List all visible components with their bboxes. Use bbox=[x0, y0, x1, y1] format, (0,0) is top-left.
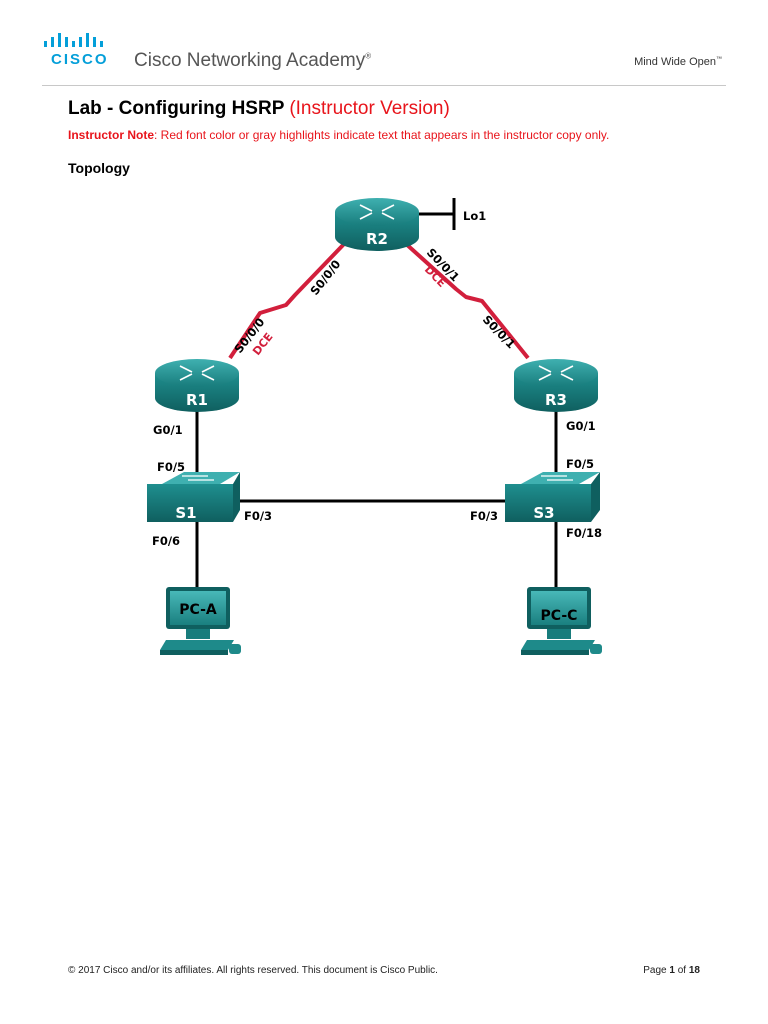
instructor-note: Instructor Note: Red font color or gray … bbox=[68, 128, 609, 142]
link-r2-r3-serial bbox=[403, 241, 530, 360]
label-r3-g01: G0/1 bbox=[566, 419, 596, 433]
label-s1-f03: F0/3 bbox=[244, 509, 272, 523]
router-r1-icon bbox=[155, 359, 239, 412]
label-r2: R2 bbox=[366, 230, 388, 248]
section-heading-topology: Topology bbox=[68, 160, 130, 176]
label-s1: S1 bbox=[175, 504, 196, 522]
tagline: Mind Wide Open™ bbox=[634, 56, 722, 68]
pc-a-icon bbox=[160, 587, 241, 655]
label-r3-s001: S0/0/1 bbox=[480, 312, 518, 351]
label-s1-f05: F0/5 bbox=[157, 460, 185, 474]
link-r2-r1-serial bbox=[228, 241, 347, 360]
page-label: Page bbox=[643, 965, 670, 976]
page-title: Lab - Configuring HSRP (Instructor Versi… bbox=[68, 98, 450, 120]
footer-page-number: Page 1 of 18 bbox=[643, 965, 700, 976]
router-r3-icon bbox=[514, 359, 598, 412]
label-s1-f06: F0/6 bbox=[152, 534, 180, 548]
header-divider bbox=[42, 85, 726, 86]
academy-name: Cisco Networking Academy® bbox=[134, 50, 371, 72]
academy-name-text: Cisco Networking Academy bbox=[134, 50, 366, 71]
pc-c-icon bbox=[521, 587, 602, 655]
switch-s1-icon bbox=[147, 472, 240, 522]
ethernet-links bbox=[195, 400, 558, 590]
page-total: 18 bbox=[688, 965, 700, 976]
title-suffix: (Instructor Version) bbox=[289, 98, 450, 119]
label-pc-c: PC-C bbox=[541, 608, 578, 624]
label-s3-f03: F0/3 bbox=[470, 509, 498, 523]
topology-diagram: R2 R1 R3 S1 S3 PC-A PC-C Lo1 G0/1 G0/1 F… bbox=[147, 198, 602, 655]
serial-links bbox=[228, 241, 530, 360]
label-pc-a: PC-A bbox=[179, 602, 217, 618]
label-s3-f05: F0/5 bbox=[566, 457, 594, 471]
switch-s3-icon bbox=[505, 472, 600, 522]
cisco-logo-text: CISCO bbox=[51, 51, 109, 68]
instructor-note-text: : Red font color or gray highlights indi… bbox=[154, 128, 610, 142]
footer-copyright: © 2017 Cisco and/or its affiliates. All … bbox=[68, 965, 438, 976]
label-r1-g01: G0/1 bbox=[153, 423, 183, 437]
label-r3: R3 bbox=[545, 391, 567, 409]
label-r1: R1 bbox=[186, 391, 208, 409]
cisco-logo-icon bbox=[44, 33, 103, 47]
title-main: Lab - Configuring HSRP bbox=[68, 98, 285, 119]
instructor-note-label: Instructor Note bbox=[68, 128, 155, 142]
page-current: 1 bbox=[669, 965, 675, 976]
tagline-text: Mind Wide Open bbox=[634, 56, 716, 68]
label-s3: S3 bbox=[533, 504, 554, 522]
page-of: of bbox=[674, 965, 689, 976]
page-header: CISCO Cisco Networking Academy® Mind Wid… bbox=[0, 0, 768, 90]
label-s3-f018: F0/18 bbox=[566, 526, 602, 540]
trademark-mark: ™ bbox=[716, 56, 722, 63]
label-lo1: Lo1 bbox=[463, 209, 486, 223]
loopback-connector bbox=[418, 198, 456, 230]
registered-mark: ® bbox=[365, 51, 372, 61]
router-r2-icon bbox=[335, 198, 419, 251]
